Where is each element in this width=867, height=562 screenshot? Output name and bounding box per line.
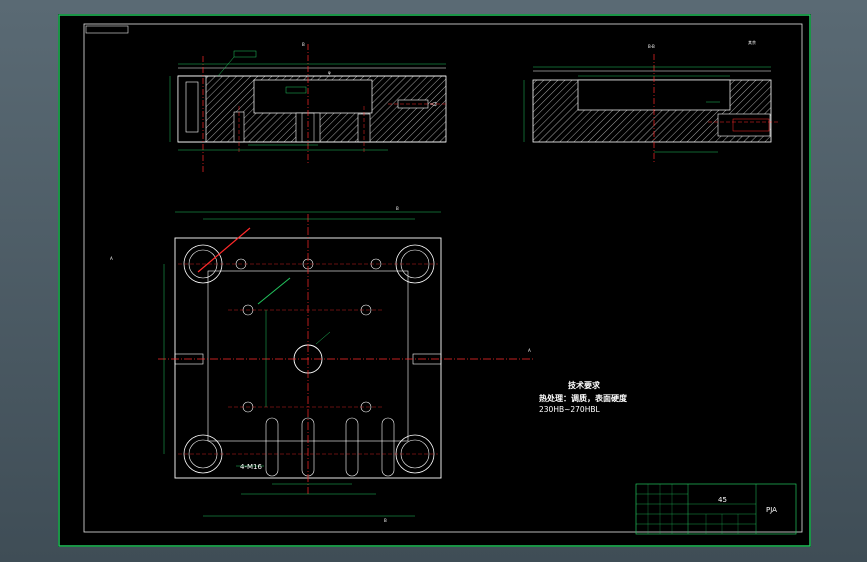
svg-text:φ: φ (328, 70, 331, 75)
inner-frame (83, 23, 803, 533)
corner-label-box (85, 25, 129, 34)
drawing-canvas: B φ B-B 其余 (58, 14, 811, 547)
svg-text:B: B (396, 206, 399, 211)
title-block-material: 45 (718, 496, 727, 504)
tech-requirements-line2: 230HB~270HBL (539, 405, 600, 414)
svg-text:B-B: B-B (648, 44, 655, 49)
tech-requirements-line1: 热处理：调质，表面硬度 (539, 393, 628, 403)
title-block (635, 483, 797, 535)
title-block-part-code: PJA (766, 506, 777, 514)
svg-text:其余: 其余 (748, 39, 756, 45)
svg-text:B: B (384, 518, 387, 523)
drawing-sheet: B φ B-B 其余 (58, 14, 811, 547)
front-section-view: B φ (169, 42, 448, 172)
svg-text:B: B (302, 42, 305, 47)
svg-text:A: A (110, 256, 113, 261)
tech-requirements-title: 技术要求 (568, 380, 601, 390)
svg-text:A: A (528, 348, 531, 353)
bolt-hole-note: 4-M16 (240, 463, 262, 471)
plan-view: A B A B (110, 206, 534, 523)
outer-border (58, 14, 811, 547)
side-section-view: B-B 其余 (523, 39, 778, 164)
